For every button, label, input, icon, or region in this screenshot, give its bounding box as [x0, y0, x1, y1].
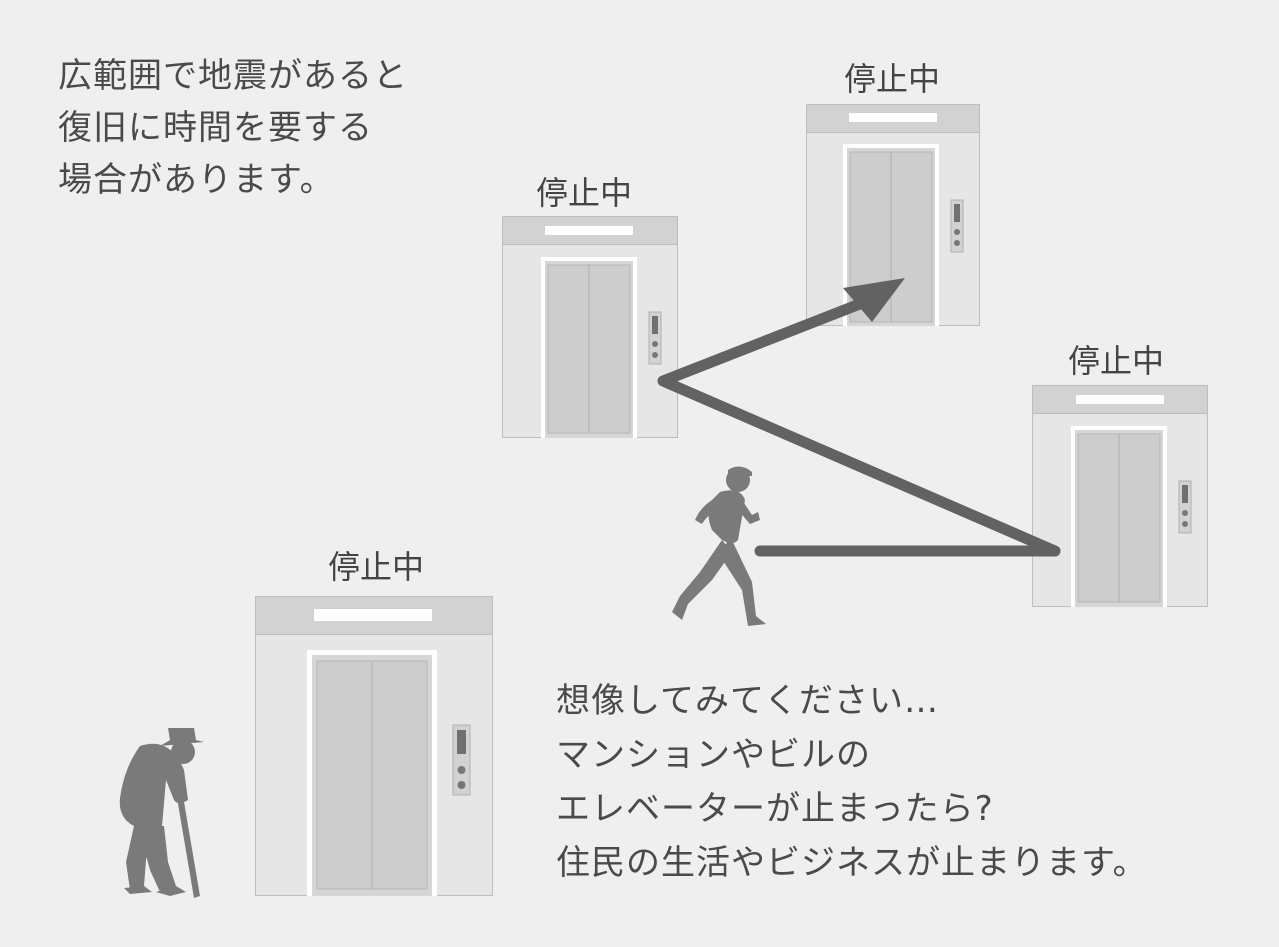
elevator-front [255, 596, 493, 896]
running-person-icon [672, 466, 766, 626]
elevator-status-label: 停止中 [327, 548, 425, 586]
intro-line: 場合があります。 [58, 160, 335, 200]
elevator-middle [502, 216, 678, 438]
elevator-right [1032, 385, 1208, 607]
elevator-top-right [806, 104, 980, 326]
imagine-line: 想像してみてください… [556, 681, 939, 721]
imagine-line: 住民の生活やビジネスが止まります。 [556, 843, 1148, 883]
elevator-status-label: 停止中 [843, 60, 941, 98]
elevator-status-label: 停止中 [1067, 342, 1165, 380]
intro-line: 広範囲で地震があると [58, 56, 408, 96]
imagine-text: 想像してみてください… マンションやビルの エレベーターが止まったら? 住民の生… [556, 674, 1148, 890]
imagine-line: マンションやビルの [556, 735, 871, 775]
elevator-status-label: 停止中 [535, 174, 633, 212]
elderly-person-with-cane-icon [119, 728, 204, 898]
imagine-line: エレベーターが止まったら? [556, 789, 994, 829]
intro-text: 広範囲で地震があると 復旧に時間を要する 場合があります。 [58, 50, 408, 206]
intro-line: 復旧に時間を要する [58, 108, 373, 148]
